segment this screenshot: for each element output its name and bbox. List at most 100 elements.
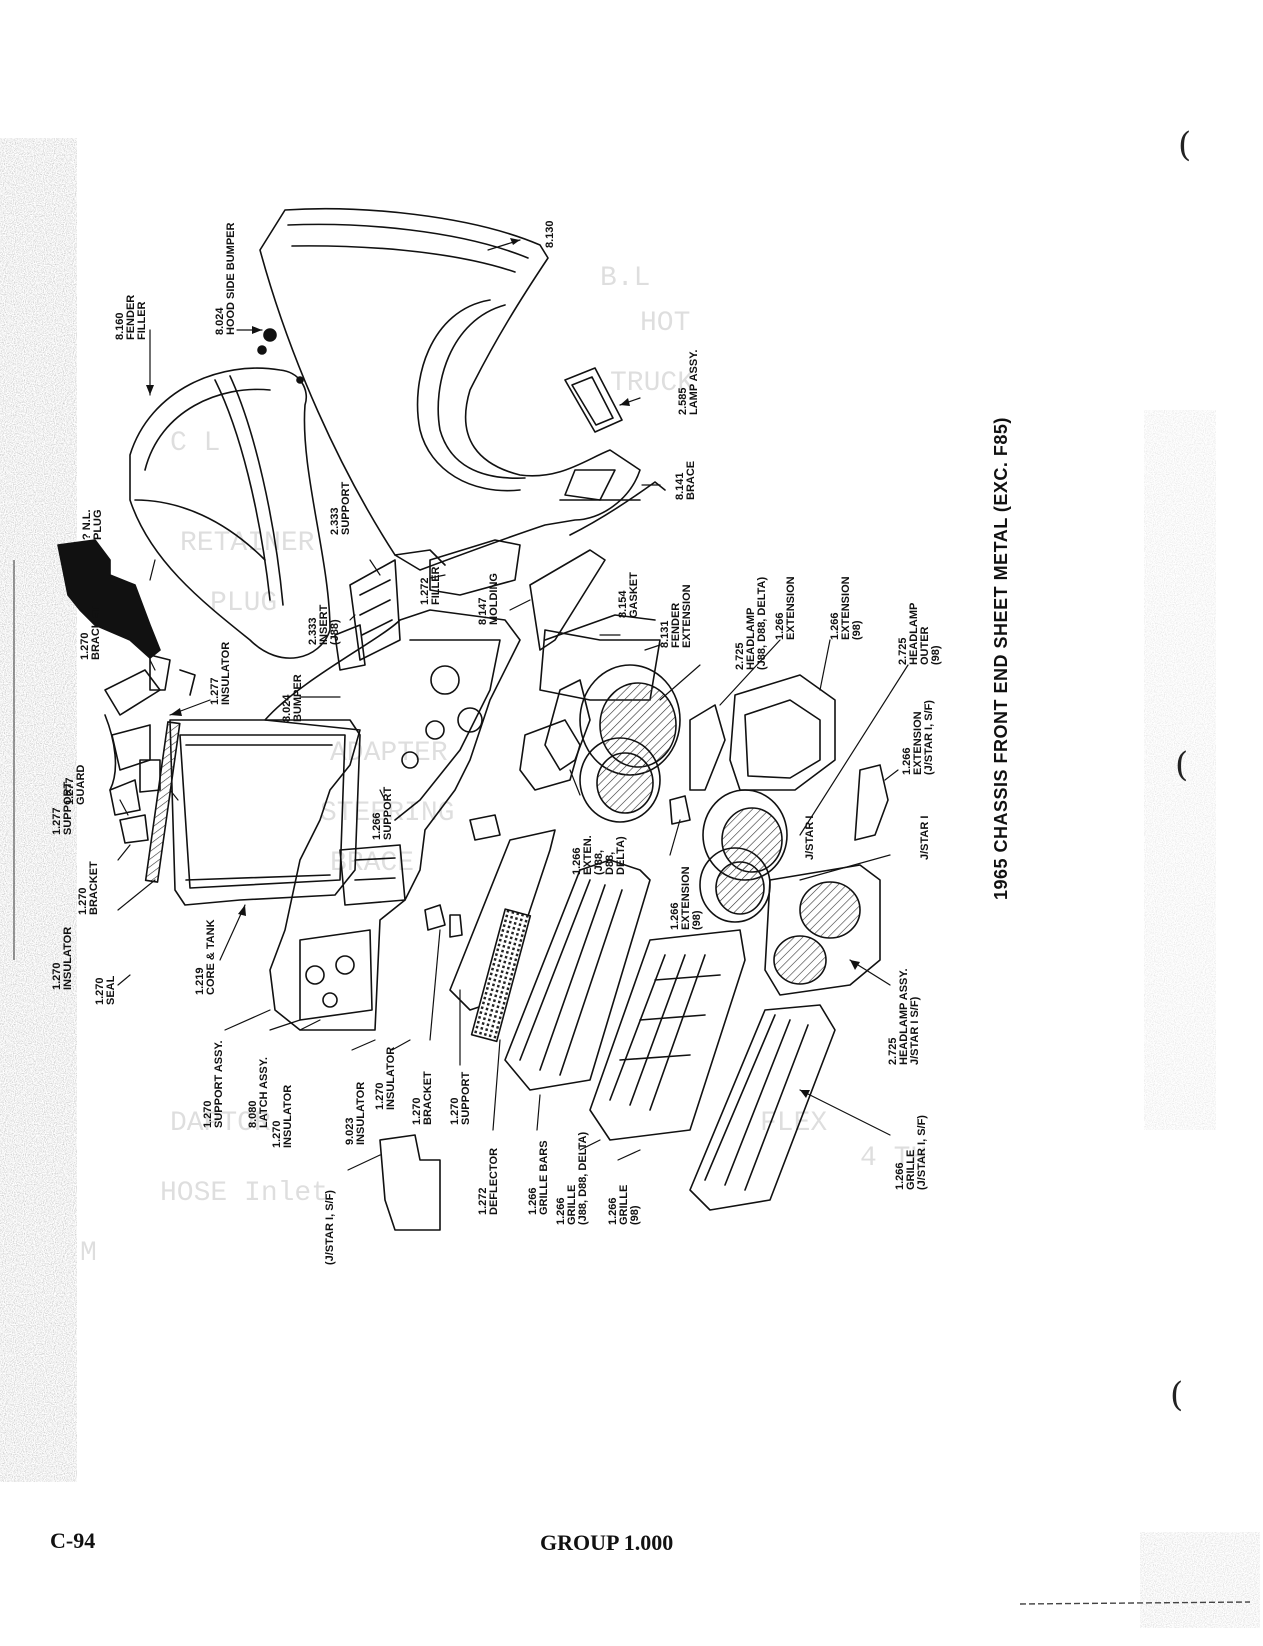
part-label-fender-ext: 8.131 FENDER EXTENSION — [659, 584, 693, 648]
svg-text:BRACE: BRACE — [330, 848, 414, 879]
brace-part — [569, 481, 666, 536]
headlamp-j88-part — [544, 664, 681, 823]
part-label-exten-j88: 1.266 EXTEN. (J88, D88, DELTA) — [571, 835, 627, 875]
part-label-ext-1266-98: 1.266 EXTENSION (98) — [829, 576, 863, 640]
exten-j88-part — [519, 719, 581, 791]
binder-hole-middle: ( — [1175, 745, 1189, 785]
small-part-a — [669, 795, 691, 825]
bracket-cluster-part — [104, 654, 196, 844]
part-label-brace: 8.141 BRACE — [674, 460, 697, 500]
part-label-bracket-1270: 1.270 BRACKET — [77, 861, 100, 915]
part-label-fender-filler: 8.160 FENDER FILLER — [114, 294, 148, 340]
part-label-support-1266: 1.266 SUPPORT — [371, 786, 394, 840]
part-label-seal: 1.270 SEAL — [94, 975, 117, 1005]
scan-noise-right — [1150, 470, 1210, 1070]
part-label-ext-98-b: 1.266 EXTENSION (98) — [669, 866, 703, 930]
svg-text:FLEX: FLEX — [760, 1108, 827, 1139]
fender-filler-part — [129, 367, 331, 659]
part-label-headlamp-assy: 2.725 HEADLAMP ASSY. J/STAR I S/F) — [887, 968, 921, 1065]
part-label-grille-jstar: 1.266 GRILLE (J/STAR I, S/F) — [894, 1115, 928, 1190]
svg-text:4 TH: 4 TH — [860, 1143, 927, 1174]
part-label-ext-jstar: 1.266 EXTENSION (J/STAR I, S/F) — [901, 700, 935, 775]
part-label-hood-bumper: 8.024 HOOD SIDE BUMPER — [214, 222, 237, 335]
part-label-support-1270: 1.270 SUPPORT — [449, 1071, 472, 1125]
seal-strip-part — [144, 721, 181, 883]
part-label-grille-bars: 1.266 GRILLE BARS — [527, 1140, 550, 1215]
part-label-grille-98: 1.266 GRILLE (98) — [607, 1184, 641, 1225]
part-label-jstar-sf: (J/STAR I, S/F) — [324, 1190, 336, 1265]
svg-text:C L: C L — [170, 428, 220, 459]
part-label-headlamp-j88: 2.725 HEADLAMP (J88, D88, DELTA) — [734, 576, 768, 670]
part-label-insert: 2.333 INSERT (J88) — [307, 604, 341, 645]
part-label-insulator-1270-a: 1.270 INSULATOR — [51, 926, 74, 990]
lamp-assy-part — [564, 367, 623, 433]
page-number: C-94 — [50, 1528, 96, 1553]
extension-jstar-part — [854, 764, 889, 841]
fender-extension-part — [529, 549, 661, 701]
part-label-support-assy: 1.270 SUPPORT ASSY. — [202, 1040, 225, 1128]
svg-text:DAPTOR: DAPTOR — [170, 1108, 271, 1139]
part-label-lamp-assy: 2.585 LAMP ASSY. — [677, 349, 700, 415]
part-label-jstar-2: J/STAR I — [804, 815, 816, 860]
part-label-headlamp-outer: 2.725 HEADLAMP OUTER (98) — [897, 602, 942, 665]
radiator-support-part — [264, 609, 521, 1031]
part-label-ext-1266-a: 1.266 EXTENSION — [774, 576, 797, 640]
part-label-insulator-1270-c: 1.270 INSULATOR — [374, 1046, 397, 1110]
small-part-b — [469, 814, 501, 841]
filler-part — [429, 539, 521, 596]
svg-text:PLUG: PLUG — [210, 588, 277, 619]
headlamp-outer-part — [699, 789, 788, 923]
extension-98-part — [729, 674, 836, 791]
hood-bumper-part — [263, 328, 277, 342]
small-part-d — [449, 914, 463, 938]
part-label-bracket-1270-b: 1.270 BRACKET — [411, 1071, 434, 1125]
svg-text:TRUCK: TRUCK — [610, 368, 694, 399]
binder-hole-bottom: ( — [1170, 1375, 1184, 1415]
headlamp-assy-part — [764, 864, 881, 996]
svg-text:ADAPTER: ADAPTER — [330, 738, 448, 769]
part-label-support-2333: 2.333 SUPPORT — [329, 481, 352, 535]
part-label-insulator-1277: 1.277 INSULATOR — [209, 641, 232, 705]
deflector-part — [470, 908, 532, 1043]
part-label-deflector: 1.272 DEFLECTOR — [477, 1147, 500, 1215]
svg-text:HOSE Inlet: HOSE Inlet — [160, 1178, 328, 1209]
svg-text:HOT: HOT — [640, 308, 690, 339]
diagram-title: 1965 CHASSIS FRONT END SHEET METAL (EXC.… — [991, 417, 1011, 900]
part-label-molding: 8.147 MOLDING — [477, 573, 500, 625]
jstar-bracket-part — [379, 1134, 441, 1231]
part-label-nl-plug: ? N.L. PLUG — [81, 509, 104, 540]
front-fender-part — [259, 207, 641, 571]
nl-plug-part — [57, 539, 161, 659]
binder-hole-top: ( — [1178, 125, 1192, 165]
part-label-support-1277: 1.277 SUPPORT — [51, 781, 74, 835]
extension-part-a — [689, 704, 726, 791]
part-label-latch-assy: 8.080 LATCH ASSY. — [247, 1057, 270, 1128]
grille-jstar-part — [689, 1004, 836, 1211]
bleed-through-text: B.L HOT TRUCK C L RETAINER PLUG ADAPTER … — [80, 263, 927, 1269]
part-label-fender: 8.130 — [544, 220, 556, 248]
group-label: GROUP 1.000 — [540, 1530, 674, 1555]
scan-noise-left — [0, 250, 70, 1370]
svg-text:STEERING: STEERING — [320, 798, 454, 829]
part-label-jstar-1: J/STAR I — [919, 815, 931, 860]
part-label-insulator-9023: 9.023 INSULATOR — [344, 1081, 367, 1145]
grille-bars-part — [504, 859, 651, 1091]
long-support-part — [449, 829, 556, 1011]
hood-support-part — [334, 559, 401, 671]
part-label-insulator-1270-b: 1.270 INSULATOR — [271, 1084, 294, 1148]
part-label-filler: 1.272 FILLER — [419, 566, 442, 606]
part-label-bumper-8024: 8.024 BUMPER — [281, 674, 304, 722]
scan-noise-bottom — [1150, 1540, 1250, 1620]
small-part-c — [424, 904, 446, 931]
part-label-grille-j88: 1.266 GRILLE (J88, D88, DELTA) — [555, 1131, 589, 1225]
part-label-bracket-top: 1.270 BRACKET — [79, 606, 102, 660]
scan-bottom-line — [1019, 1601, 1251, 1605]
radiator-core-part — [169, 719, 361, 906]
arrowheads — [146, 238, 860, 1098]
grille-j88-part — [589, 929, 746, 1141]
part-label-core-tank: 1.219 CORE & TANK — [194, 919, 217, 995]
svg-text:B.L: B.L — [600, 263, 650, 294]
leader-lines — [117, 239, 909, 1171]
